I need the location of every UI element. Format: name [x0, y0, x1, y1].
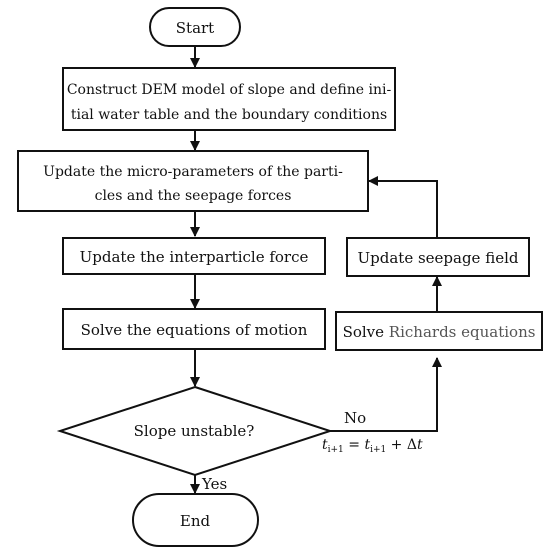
end-node: End — [132, 493, 259, 547]
update-seepage-node: Update seepage field — [346, 237, 530, 277]
start-label: Start — [176, 19, 214, 37]
update-interparticle-node: Update the interparticle force — [62, 237, 326, 275]
yes-label: Yes — [201, 475, 227, 493]
update-seepage-label: Update seepage field — [358, 249, 519, 267]
update-micro-label-line2: cles and the seepage forces — [95, 188, 292, 204]
decision-label: Slope unstable? — [134, 422, 255, 440]
update-micro-node: Update the micro-parameters of the parti… — [17, 150, 369, 212]
decision-node: Slope unstable? — [56, 385, 334, 477]
end-label: End — [180, 512, 211, 530]
solve-richards-label: Solve Richards equations — [343, 323, 536, 341]
no-label: No — [344, 409, 366, 427]
solve-richards-node: Solve Richards equations — [335, 311, 543, 351]
time-step-equation: ti+1 = ti+1 + Δt — [322, 437, 423, 455]
start-node: Start — [149, 7, 241, 47]
update-micro-label-line1: Update the micro-parameters of the parti… — [43, 164, 343, 180]
arrow-seepage-to-update-micro — [368, 176, 438, 238]
solve-motion-node: Solve the equations of motion — [62, 308, 326, 350]
arrow-decision-to-richards — [330, 357, 442, 432]
construct-model-node: Construct DEM model of slope and define … — [62, 67, 396, 131]
construct-label-line2: tial water table and the boundary condit… — [71, 107, 387, 123]
update-interparticle-label: Update the interparticle force — [80, 248, 309, 266]
solve-motion-label: Solve the equations of motion — [81, 321, 308, 339]
construct-label-line1: Construct DEM model of slope and define … — [67, 82, 392, 98]
